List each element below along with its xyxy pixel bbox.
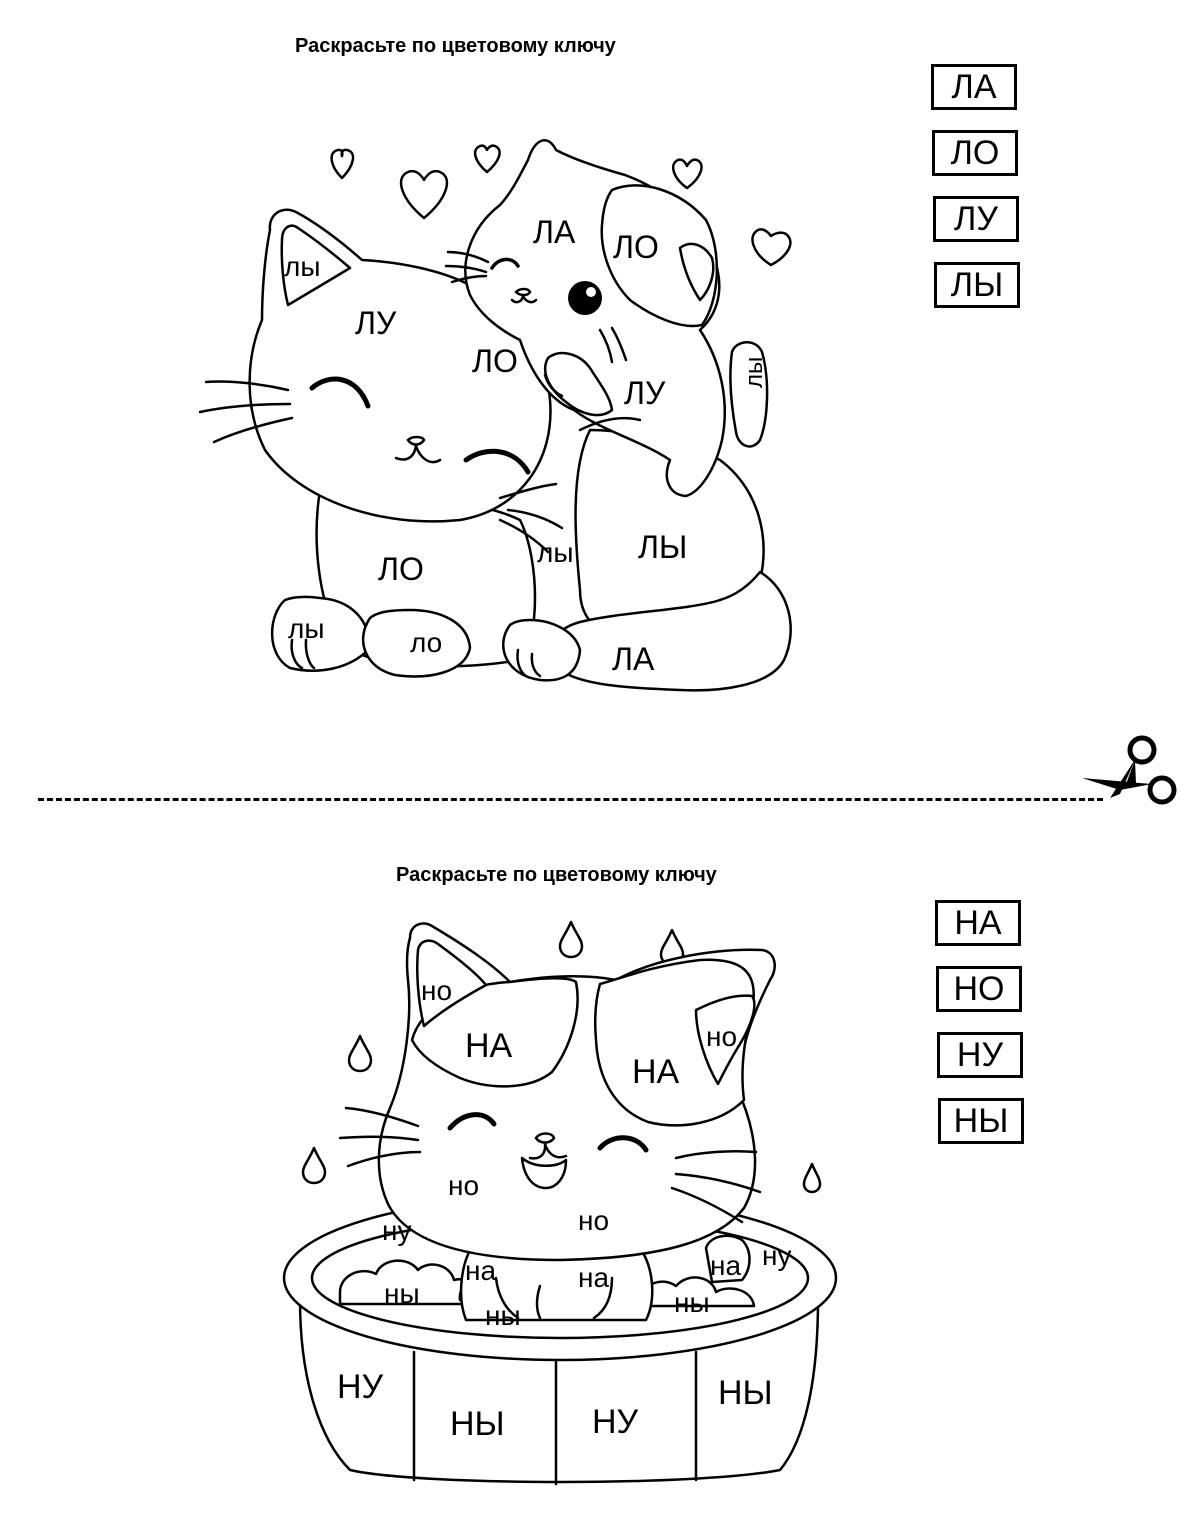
region-label-foam-6: на [710,1250,741,1281]
scissors-icon [1082,735,1177,805]
heart-icon [751,228,792,267]
key-box-ny: НЫ [938,1098,1024,1144]
region-label-small-face: ЛА [533,214,576,250]
region-label-rim-right: ну [762,1240,791,1271]
key-box-la: ЛА [931,64,1017,110]
key-box-na: НА [935,900,1021,946]
drop-icon [347,1034,373,1073]
heart-icon [330,148,355,180]
key-box-lu: ЛУ [933,196,1019,242]
region-label-foam-5: ны [674,1287,710,1318]
region-label-small-back: ЛЫ [638,529,687,565]
region-label-small-side: лы [537,537,573,568]
region-label-small-patch: ЛО [613,229,659,265]
region-label-foam-2: на [465,1255,496,1286]
region-label-right-ear: но [706,1021,737,1052]
region-label-left-patch: НА [465,1027,513,1065]
key-box-nu: НУ [937,1032,1023,1078]
drop-icon [301,1146,327,1185]
region-label-tub-1: НУ [337,1368,384,1406]
region-label-big-paw-right: ло [410,627,442,658]
region-label-foam-3: ны [485,1300,521,1331]
region-label-tub-3: НУ [592,1403,639,1441]
region-label-tub-4: НЫ [718,1374,773,1412]
region-label-big-head: ЛУ [355,305,397,341]
region-label-rim-left: ну [382,1215,411,1246]
region-label-small-chest: ЛО [472,343,518,379]
region-label-tub-2: НЫ [450,1405,505,1443]
key-box-no: НО [936,966,1022,1012]
heart-icon [473,144,501,174]
region-label-small-tail: лы [741,357,768,388]
drop-icon [802,1162,822,1194]
key-box-lo: ЛО [932,130,1018,176]
drop-icon [558,920,584,959]
cut-line [38,798,1103,801]
worksheet2-title: Раскрасьте по цветовому ключу [396,864,717,886]
region-label-right-patch: НА [632,1053,680,1091]
worksheet1-title: Раскрасьте по цветовому ключу [295,35,616,57]
region-label-foam-4: на [578,1262,609,1293]
region-label-chin: но [578,1205,609,1236]
region-label-small-paw: ЛА [612,641,655,677]
key-box-ly: ЛЫ [934,262,1020,308]
region-label-big-paw-left: лы [288,613,324,644]
heart-icon [399,169,449,220]
region-label-small-arm: ЛУ [624,375,666,411]
region-label-foam-1: ны [384,1278,420,1309]
heart-icon [671,158,703,190]
region-label-left-ear: но [421,975,452,1006]
region-label-big-body: ЛО [378,551,424,587]
region-label-cheek-left: но [448,1170,479,1201]
region-label-big-ear: лы [284,251,320,282]
cats-coloring-picture: лы ЛУ ЛО лы ло ЛА ЛО ЛО ЛУ лы ЛЫ лы ЛА [198,139,792,692]
